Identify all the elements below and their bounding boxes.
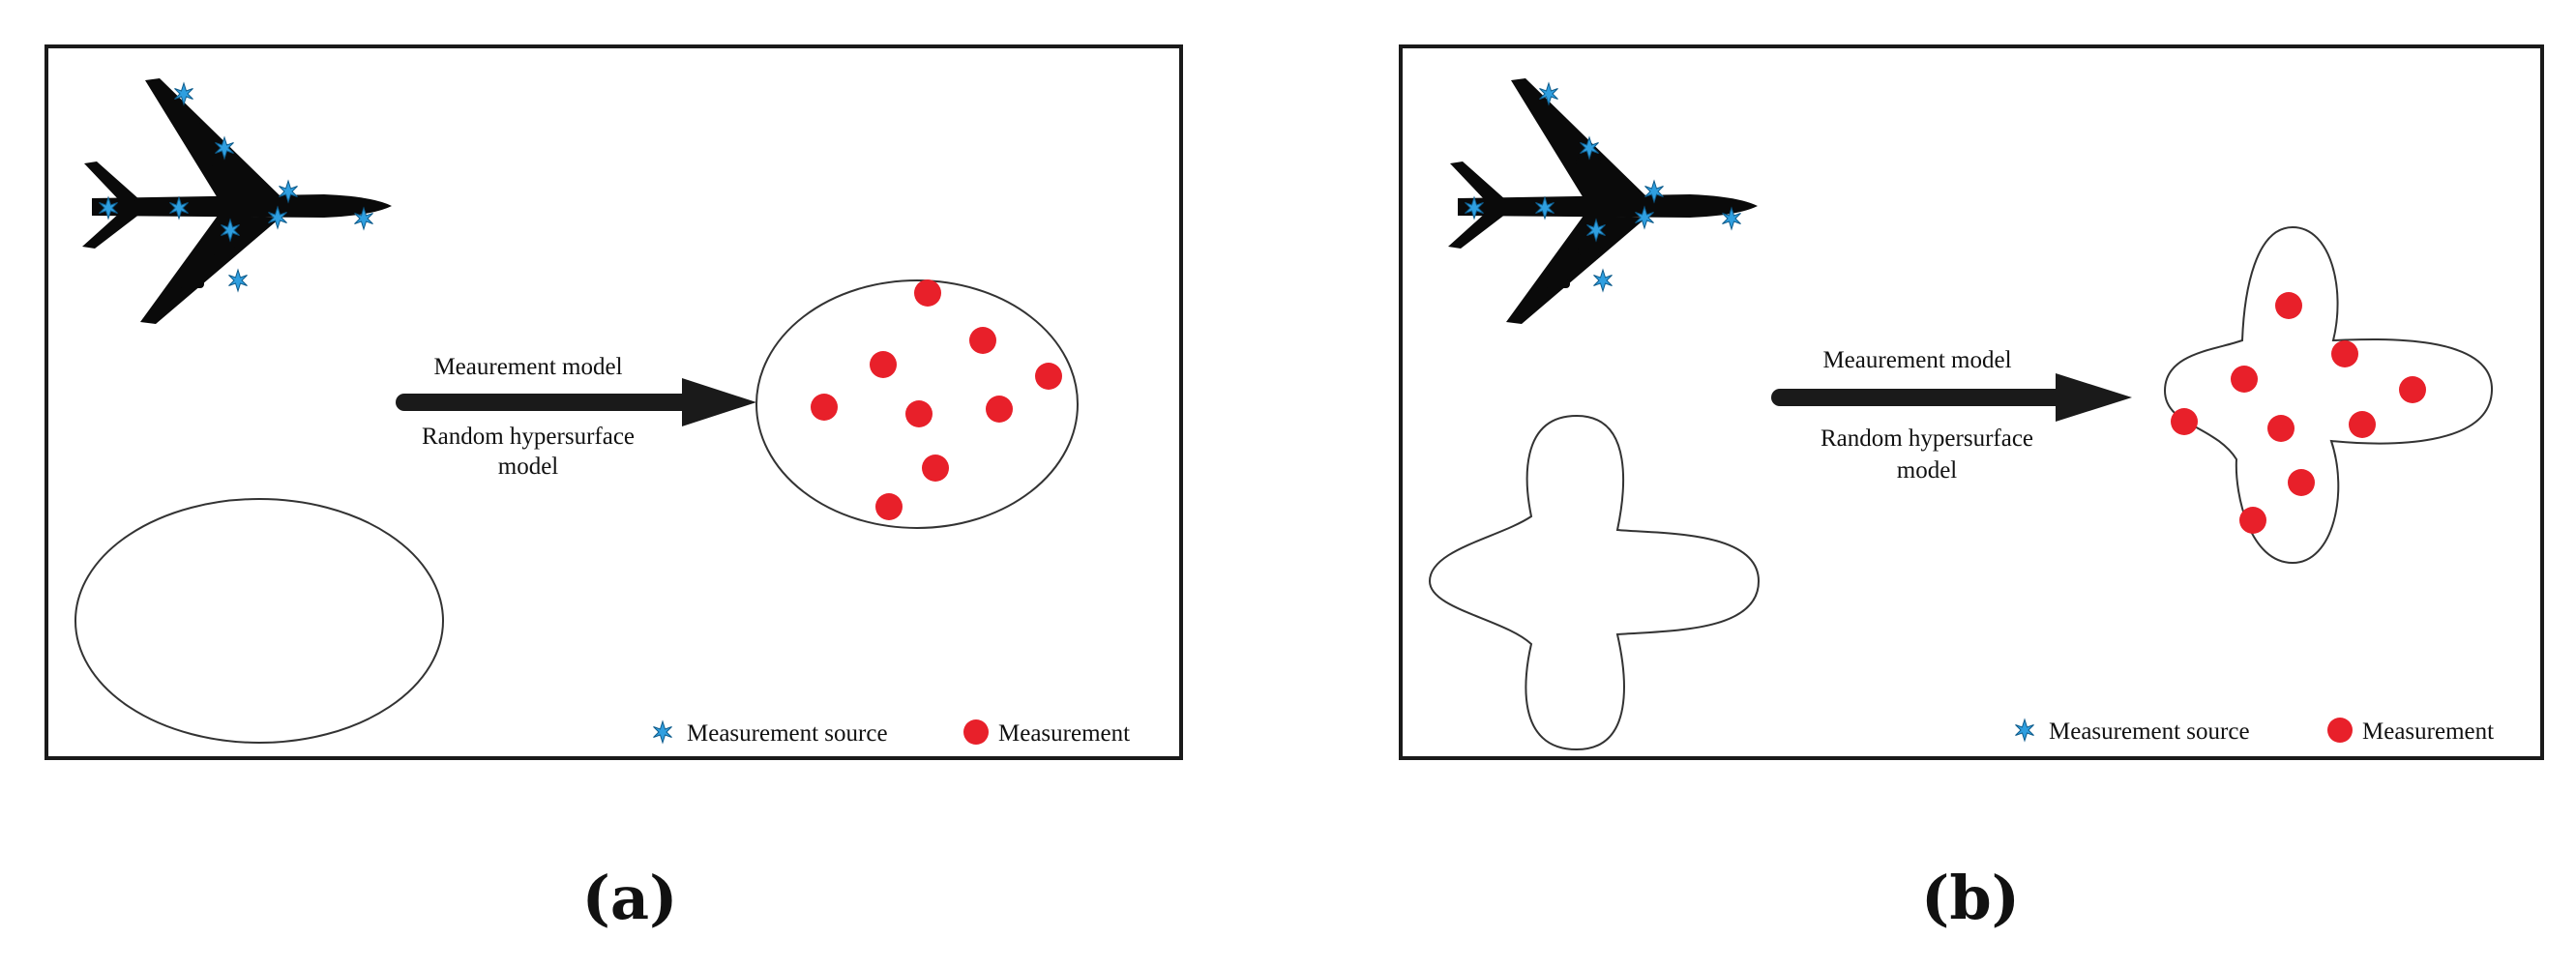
red-dot-icon (2288, 469, 2315, 496)
red-dot-icon (2267, 415, 2295, 442)
transform-arrow-a (396, 378, 756, 426)
arrow-label-top-a: Meaurement model (433, 354, 622, 380)
panel-b: Meaurement model Random hypersurface mod… (1399, 44, 2544, 760)
red-dot-icon (986, 396, 1013, 423)
red-dot-icon (1035, 363, 1062, 390)
red-dot-icon (2171, 408, 2198, 435)
measurements-b (2171, 292, 2426, 534)
red-dot-icon (2331, 340, 2358, 367)
red-dot-icon (875, 493, 903, 520)
measurements-a (811, 279, 1062, 520)
red-dot-icon (2327, 718, 2353, 743)
legend-source-label-b: Measurement source (2049, 719, 2250, 745)
arrow-label-bottom-b-line1: Random hypersurface (1821, 425, 2033, 452)
legend-measurement-label-a: Measurement (998, 720, 1130, 747)
measured-extent-ellipse-a (755, 279, 1079, 529)
red-dot-icon (963, 719, 989, 745)
red-dot-icon (2399, 376, 2426, 403)
red-dot-icon (2275, 292, 2302, 319)
red-dot-icon (2349, 411, 2376, 438)
red-dot-icon (914, 279, 941, 307)
caption-b: (b) (1921, 863, 2020, 933)
legend-a: Measurement source Measurement (653, 719, 1130, 747)
legend-measurement-label-b: Measurement (2362, 719, 2494, 745)
arrow-label-bottom-b-line2: model (1897, 457, 1958, 484)
red-dot-icon (870, 351, 897, 378)
panel-a: Meaurement model Random hypersurface mod… (44, 44, 1183, 760)
red-dot-icon (2231, 366, 2258, 393)
red-dot-icon (922, 455, 949, 482)
true-extent-ellipse-a (74, 498, 444, 744)
legend-source-label-a: Measurement source (687, 720, 888, 747)
true-extent-star-shape-b (1428, 414, 1761, 751)
arrow-label-bottom-a-line2: model (498, 454, 559, 480)
red-dot-icon (2239, 507, 2266, 534)
red-dot-icon (969, 327, 996, 354)
red-dot-icon (905, 400, 933, 427)
red-dot-icon (811, 394, 838, 421)
transform-arrow-b (1771, 373, 2132, 422)
legend-b: Measurement source Measurement (2015, 718, 2494, 745)
measured-extent-star-shape-b (2163, 225, 2494, 565)
arrow-label-bottom-a-line1: Random hypersurface (422, 424, 635, 450)
caption-a: (a) (582, 863, 678, 933)
arrow-label-top-b: Meaurement model (1822, 347, 2011, 373)
